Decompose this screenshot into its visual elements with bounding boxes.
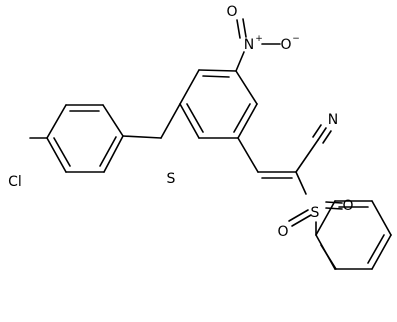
bond-ring1-e-inner <box>233 103 251 133</box>
bond-n-o-top-double <box>242 18 247 38</box>
bond-nitrile-3 <box>322 130 332 144</box>
bond-ring3-a <box>102 104 124 137</box>
bond-ring2-c-inner <box>367 234 385 264</box>
atom-o-top: O <box>226 4 237 20</box>
charge-minus: − <box>292 34 300 44</box>
atom-s-thio: S <box>167 171 176 187</box>
bond-ring3-d-inner <box>53 137 71 167</box>
bond-ring1-c <box>179 103 200 139</box>
atom-cl: Cl <box>8 174 22 190</box>
bond-ring2-d <box>371 200 392 236</box>
bond-nitrile-2 <box>312 124 322 138</box>
bond-ring3-f <box>103 135 124 173</box>
bond-ring2-c <box>371 234 392 270</box>
atom-o-right: O <box>280 37 291 53</box>
atom-labels: O N + O − N S Cl S O O <box>8 4 353 240</box>
bond-c-s-sulfonyl <box>295 171 307 195</box>
bond-nitrile-1 <box>317 127 327 141</box>
bond-ring-s <box>160 103 181 139</box>
bond-s-o-left-double <box>291 214 312 227</box>
bond-s-o-right-double <box>325 207 343 210</box>
bond-ring1-b <box>179 69 200 105</box>
bond-s-ring <box>122 135 162 139</box>
bond-ring3-f-inner <box>99 136 117 167</box>
atom-n-nitro: N <box>244 37 254 53</box>
bond-c-cn <box>295 139 319 173</box>
bond-lines <box>29 18 392 270</box>
bond-ring2-f <box>315 200 336 236</box>
bond-s-o-left <box>288 209 309 222</box>
charge-plus: + <box>255 34 263 44</box>
bond-ring1-c-inner <box>186 103 204 133</box>
bond-n-o-top <box>236 19 241 39</box>
atom-o-sulfonyl-right: O <box>342 198 353 214</box>
bond-ring1-e <box>237 103 258 139</box>
atom-s-sulfonyl: S <box>311 205 320 221</box>
bond-ring3-c <box>46 104 67 139</box>
bond-ring1-a <box>198 69 237 72</box>
atom-o-sulfonyl-left: O <box>277 224 288 240</box>
bond-ring1-a-inner <box>202 75 230 78</box>
bond-ring3-d <box>46 137 67 173</box>
bond-ring-vinyl <box>237 137 259 173</box>
bond-ring2-a-inner <box>320 244 337 270</box>
bond-ring1-f <box>235 70 258 105</box>
bond-n-ring <box>235 51 245 72</box>
atom-n-nitrile: N <box>328 112 338 128</box>
